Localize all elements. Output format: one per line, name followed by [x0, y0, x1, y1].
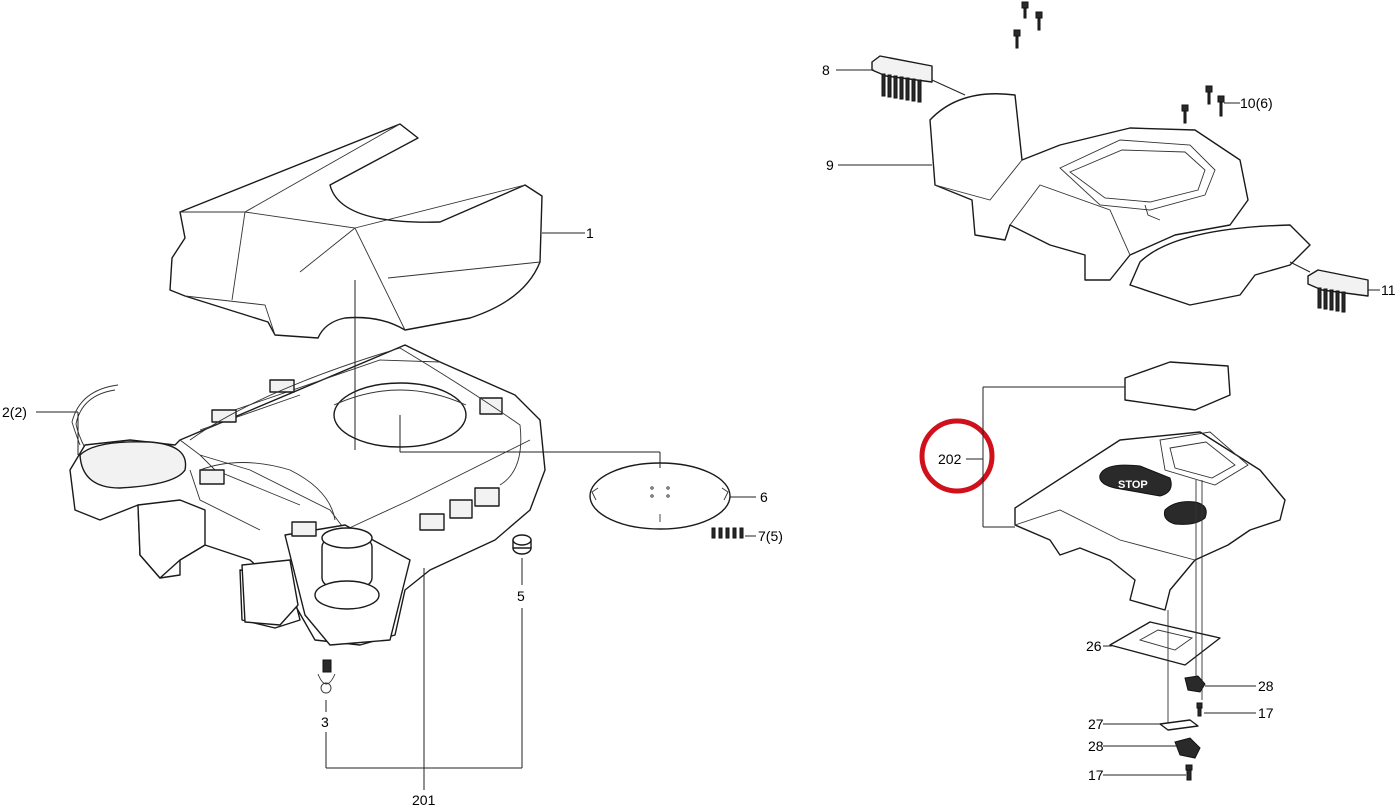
label-17-upper: 17	[1258, 705, 1274, 721]
highlight-circle	[919, 418, 995, 494]
stop-button-text: STOP	[1118, 479, 1148, 491]
label-3: 3	[321, 714, 329, 730]
label-8: 8	[822, 62, 830, 78]
label-6: 6	[760, 489, 768, 505]
label-28-upper: 28	[1258, 678, 1274, 694]
top-cover-part	[169, 123, 543, 339]
label-202: 202	[938, 451, 962, 467]
label-26: 26	[1086, 638, 1102, 654]
connector-8-part	[871, 55, 933, 103]
upper-housing-part	[929, 93, 1249, 281]
screws-top-part	[1013, 1, 1043, 49]
screw-set-7-part	[711, 527, 744, 539]
label-10: 10(6)	[1240, 95, 1273, 111]
label-2: 2(2)	[2, 404, 27, 420]
label-17-lower: 17	[1088, 767, 1104, 783]
side-cover-part	[1129, 224, 1369, 313]
label-1: 1	[586, 225, 594, 241]
label-9: 9	[826, 157, 834, 173]
label-27: 27	[1088, 716, 1104, 732]
control-panel-assembly-part: STOP	[1014, 361, 1286, 781]
leader-lines	[36, 69, 1380, 790]
chassis-housing-part	[69, 344, 546, 646]
cable-clip-part	[71, 384, 119, 446]
label-5: 5	[517, 588, 525, 604]
clip-part	[317, 659, 336, 694]
base-plate-part	[589, 462, 731, 530]
plug-part	[512, 534, 532, 555]
label-7: 7(5)	[758, 528, 783, 544]
label-28-lower: 28	[1088, 738, 1104, 754]
part-labels: 1 2(2) 3 5 6 7(5) 8 9 10(6) 11 201 202 2…	[2, 62, 1396, 808]
label-11: 11	[1381, 282, 1396, 298]
label-201: 201	[412, 792, 436, 808]
screws-10-part	[1181, 85, 1225, 124]
